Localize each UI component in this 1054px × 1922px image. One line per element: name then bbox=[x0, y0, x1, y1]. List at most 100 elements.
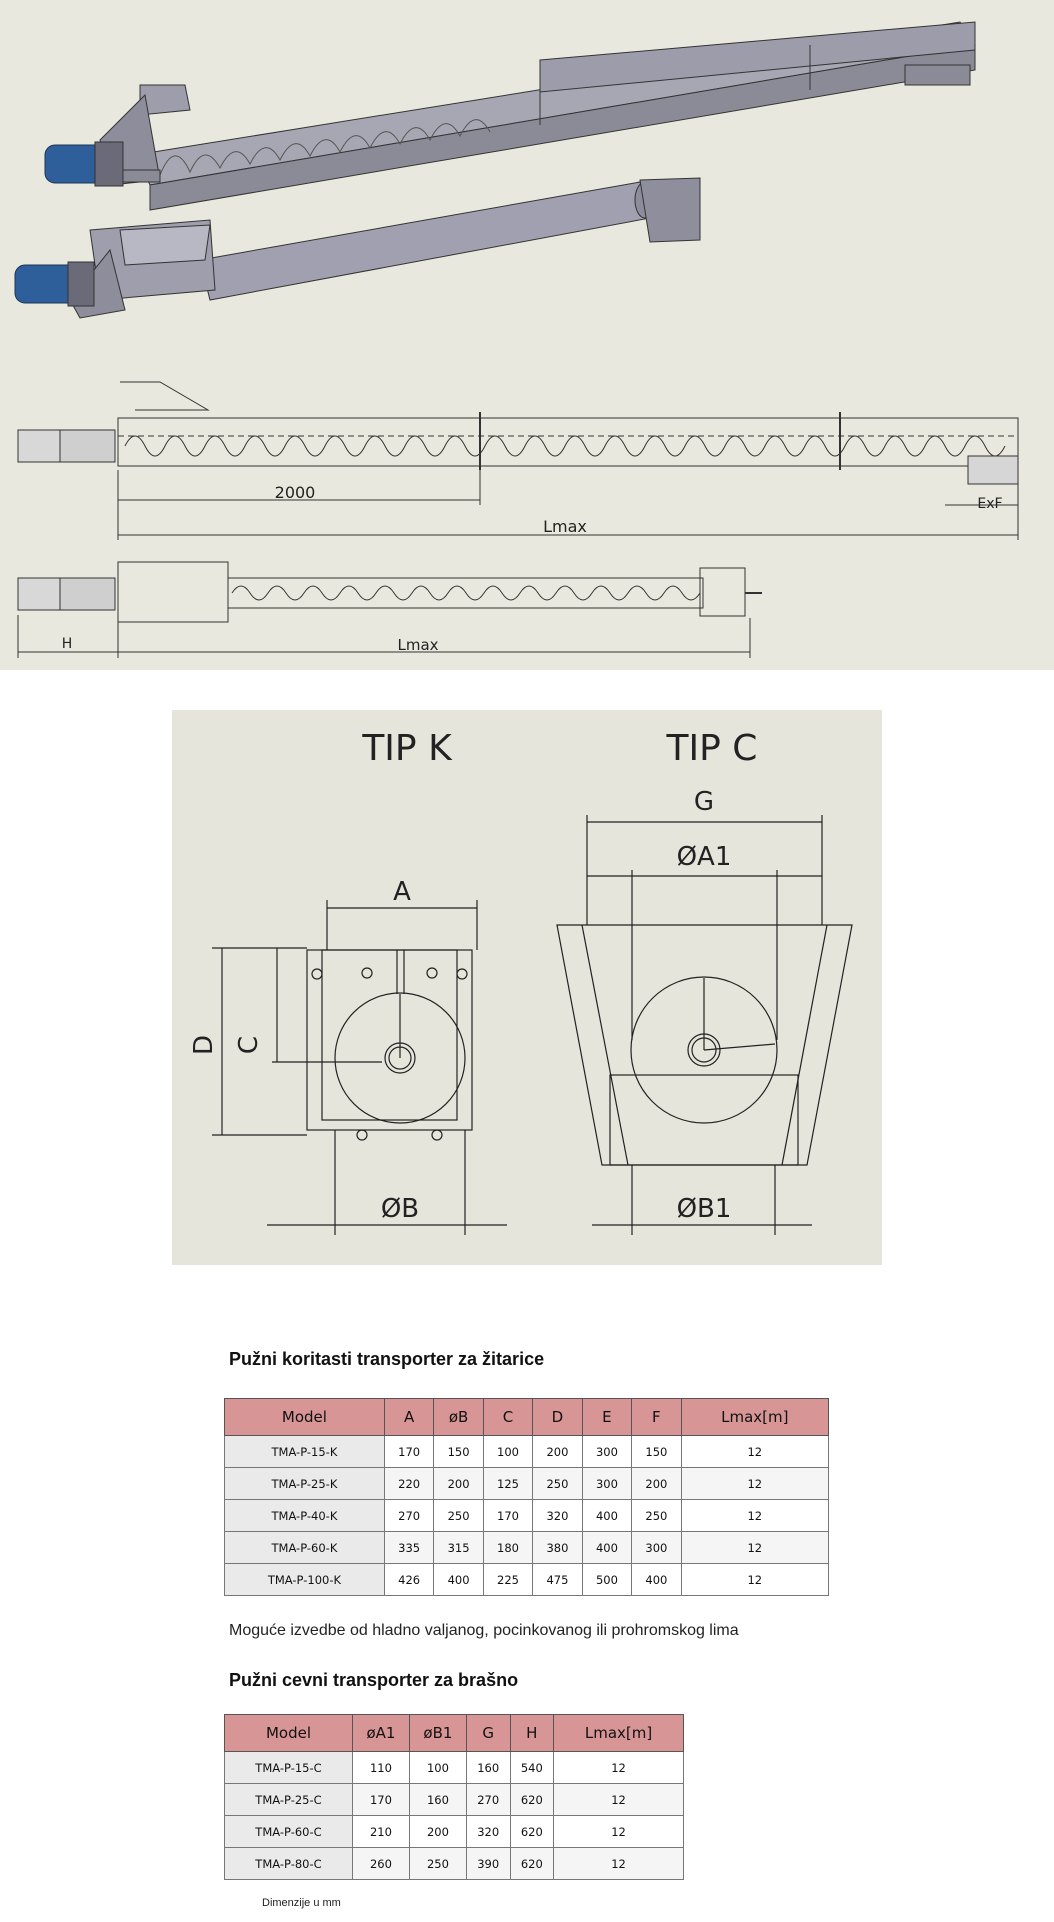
value-cell: 540 bbox=[509, 1751, 555, 1784]
value-cell: 426 bbox=[383, 1563, 435, 1596]
trough-conveyor-3d-render bbox=[44, 21, 976, 211]
value-cell: 500 bbox=[581, 1563, 633, 1596]
value-cell: 475 bbox=[532, 1563, 583, 1596]
value-cell: 270 bbox=[465, 1783, 511, 1816]
value-cell: 12 bbox=[680, 1563, 830, 1596]
trough-side-drawing bbox=[17, 381, 1019, 540]
value-cell: 250 bbox=[408, 1847, 467, 1880]
model-cell: TMA-P-40-K bbox=[224, 1499, 385, 1532]
value-cell: 620 bbox=[509, 1847, 555, 1880]
value-cell: 12 bbox=[553, 1847, 684, 1880]
tip-k-title: TIP K bbox=[361, 728, 453, 769]
value-cell: 200 bbox=[532, 1435, 583, 1468]
model-cell: TMA-P-15-K bbox=[224, 1435, 385, 1468]
value-cell: 320 bbox=[465, 1815, 511, 1848]
model-cell: TMA-P-25-C bbox=[224, 1783, 353, 1816]
value-cell: 620 bbox=[509, 1783, 555, 1816]
value-cell: 220 bbox=[383, 1467, 435, 1500]
value-cell: 335 bbox=[383, 1531, 435, 1564]
value-cell: 170 bbox=[482, 1499, 534, 1532]
motor-icon bbox=[14, 261, 95, 307]
column-header: Lmax[m] bbox=[553, 1714, 684, 1752]
column-header: G bbox=[465, 1714, 511, 1752]
column-header: F bbox=[631, 1398, 682, 1436]
value-cell: 110 bbox=[351, 1751, 410, 1784]
value-cell: 12 bbox=[680, 1499, 830, 1532]
material-note: Moguće izvedbe od hladno valjanog, pocin… bbox=[229, 1622, 739, 1639]
tube-conveyor-3d-render bbox=[14, 177, 701, 319]
value-cell: 12 bbox=[553, 1751, 684, 1784]
dim-exf-label: ExF bbox=[977, 496, 1002, 512]
tip-c-section bbox=[556, 815, 853, 1235]
table-c-title: Pužni cevni transporter za brašno bbox=[229, 1670, 519, 1690]
tube-side-drawing bbox=[17, 561, 762, 658]
model-cell: TMA-P-100-K bbox=[224, 1563, 385, 1596]
value-cell: 320 bbox=[532, 1499, 583, 1532]
value-cell: 400 bbox=[433, 1563, 484, 1596]
dim-h-label: H bbox=[62, 636, 73, 652]
value-cell: 160 bbox=[465, 1751, 511, 1784]
model-cell: TMA-P-60-K bbox=[224, 1531, 385, 1564]
value-cell: 380 bbox=[532, 1531, 583, 1564]
value-cell: 390 bbox=[465, 1847, 511, 1880]
table-k-title: Pužni koritasti transporter za žitarice bbox=[229, 1349, 545, 1369]
value-cell: 300 bbox=[631, 1531, 682, 1564]
value-cell: 200 bbox=[631, 1467, 682, 1500]
model-cell: TMA-P-25-K bbox=[224, 1467, 385, 1500]
units-footnote: Dimenzije u mm bbox=[262, 1897, 341, 1909]
motor-icon bbox=[44, 141, 124, 187]
column-header: Lmax[m] bbox=[680, 1398, 830, 1436]
value-cell: 300 bbox=[581, 1435, 633, 1468]
dim-2000-label: 2000 bbox=[275, 483, 316, 502]
value-cell: 12 bbox=[680, 1435, 830, 1468]
value-cell: 210 bbox=[351, 1815, 410, 1848]
value-cell: 160 bbox=[408, 1783, 467, 1816]
dim-c-label: C bbox=[234, 1036, 264, 1054]
value-cell: 200 bbox=[433, 1467, 484, 1500]
column-header: øA1 bbox=[351, 1714, 410, 1752]
value-cell: 170 bbox=[351, 1783, 410, 1816]
value-cell: 12 bbox=[680, 1531, 830, 1564]
value-cell: 260 bbox=[351, 1847, 410, 1880]
value-cell: 300 bbox=[581, 1467, 633, 1500]
dim-d-label: D bbox=[189, 1035, 219, 1055]
value-cell: 620 bbox=[509, 1815, 555, 1848]
model-cell: TMA-P-60-C bbox=[224, 1815, 353, 1848]
column-header: D bbox=[532, 1398, 583, 1436]
value-cell: 250 bbox=[631, 1499, 682, 1532]
value-cell: 180 bbox=[482, 1531, 534, 1564]
dim-b-label: ØB bbox=[381, 1194, 419, 1224]
value-cell: 400 bbox=[581, 1499, 633, 1532]
tip-k-section bbox=[212, 900, 507, 1235]
value-cell: 170 bbox=[383, 1435, 435, 1468]
value-cell: 150 bbox=[433, 1435, 484, 1468]
value-cell: 270 bbox=[383, 1499, 435, 1532]
value-cell: 12 bbox=[553, 1815, 684, 1848]
value-cell: 225 bbox=[482, 1563, 534, 1596]
value-cell: 100 bbox=[482, 1435, 534, 1468]
column-header: Model bbox=[224, 1398, 385, 1436]
column-header: Model bbox=[224, 1714, 353, 1752]
model-cell: TMA-P-80-C bbox=[224, 1847, 353, 1880]
value-cell: 150 bbox=[631, 1435, 682, 1468]
value-cell: 200 bbox=[408, 1815, 467, 1848]
value-cell: 100 bbox=[408, 1751, 467, 1784]
value-cell: 12 bbox=[553, 1783, 684, 1816]
column-header: C bbox=[482, 1398, 534, 1436]
screw-flights bbox=[159, 119, 491, 176]
value-cell: 250 bbox=[433, 1499, 484, 1532]
column-header: A bbox=[383, 1398, 435, 1436]
